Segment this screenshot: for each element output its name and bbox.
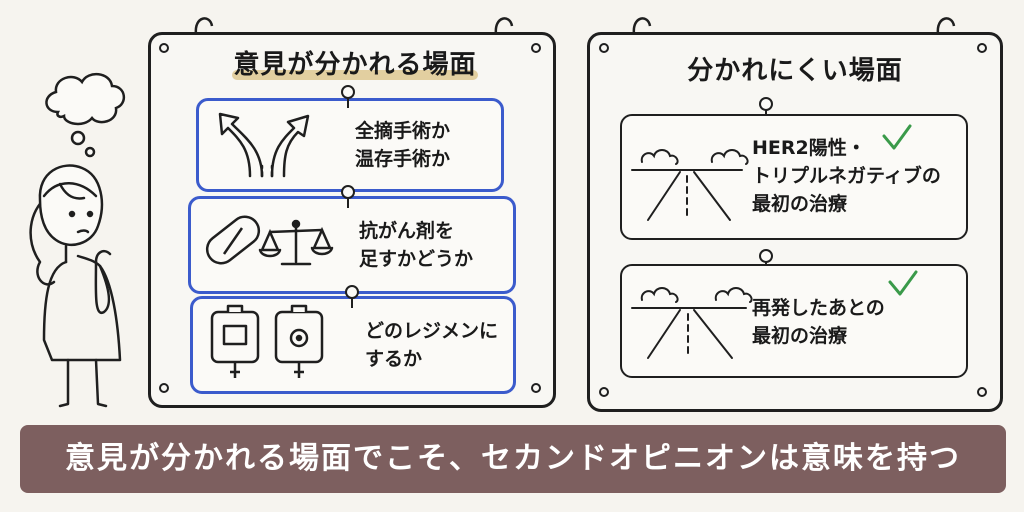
conclusion-banner: 意見が分かれる場面でこそ、セカンドオピニオンは意味を持つ [20, 425, 1006, 493]
straight-road-icon [631, 149, 749, 221]
card-line: するか [365, 348, 423, 370]
card-line: トリプルネガティブの [752, 165, 941, 187]
right-card-her2: HER2陽性・ トリプルネガティブの 最初の治療 [620, 114, 968, 240]
thought-bubble-icon [45, 73, 125, 158]
person-icon [29, 164, 122, 408]
card-line: どのレジメンに [365, 320, 499, 342]
straight-road-icon [631, 287, 753, 359]
left-board-title: 意見が分かれる場面 [233, 50, 477, 80]
card-line: 再発したあとの [752, 297, 885, 319]
hanging-ring-icon [936, 17, 956, 35]
banner-text: 意見が分かれる場面でこそ、セカンドオピニオンは意味を持つ [65, 441, 961, 476]
right-card-recurrence: 再発したあとの 最初の治療 [620, 264, 968, 378]
branching-road-icon [218, 112, 310, 178]
card-line: 全摘手術か [355, 120, 451, 142]
card-line: 足すかどうか [359, 248, 474, 270]
hanging-ring-icon [632, 17, 652, 35]
pushpin-icon [341, 85, 359, 308]
card-line: 最初の治療 [752, 325, 848, 347]
hanging-ring-icon [494, 17, 514, 35]
hanging-ring-icon [194, 17, 214, 35]
card-line: 最初の治療 [752, 193, 848, 215]
card-line: 温存手術か [355, 148, 451, 170]
card-line: HER2陽性・ [752, 137, 866, 159]
left-card-surgery: 全摘手術か 温存手術か [196, 98, 504, 192]
iv-bag-icon [210, 304, 324, 378]
check-icon [882, 124, 918, 296]
right-board-title: 分かれにくい場面 [687, 56, 903, 86]
card-line: 抗がん剤を [359, 220, 455, 242]
scale-icon [258, 219, 334, 266]
title-underline [232, 70, 478, 80]
pill-icon [205, 215, 261, 265]
